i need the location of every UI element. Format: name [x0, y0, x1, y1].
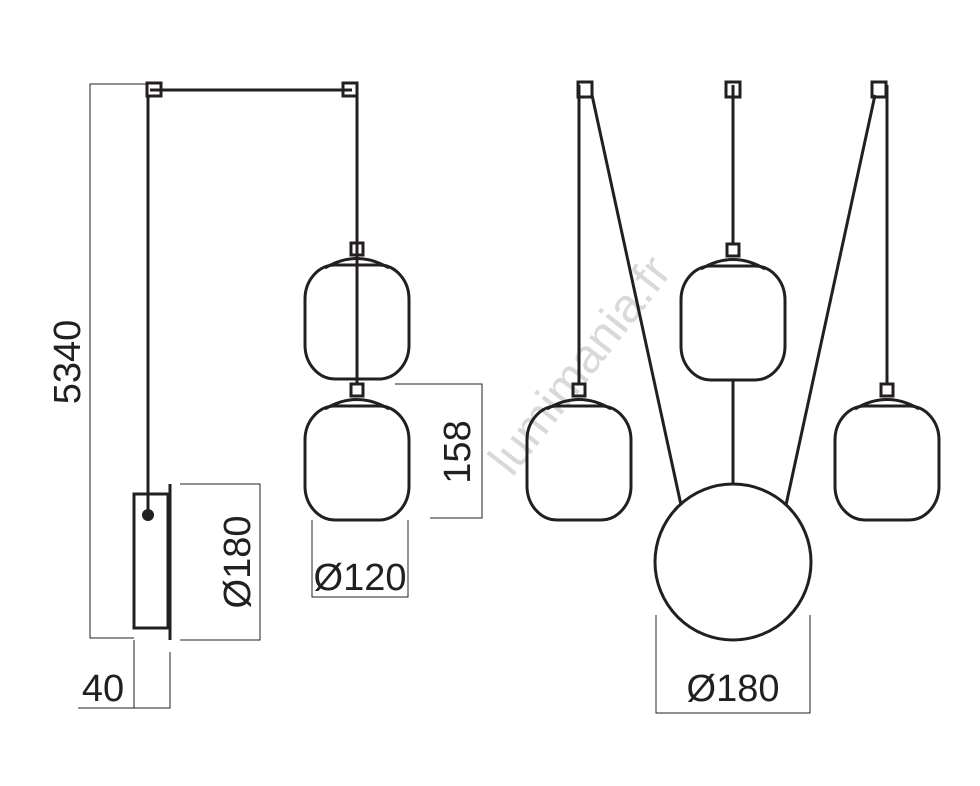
dim-shade-diameter [311, 520, 409, 598]
cord-diagonal-left [590, 94, 683, 506]
dim-plate [180, 483, 261, 641]
label-plate-diameter: Ø180 [217, 516, 259, 609]
canopy [653, 482, 813, 642]
glass-shade-upper [303, 241, 411, 381]
label-depth: 40 [82, 668, 124, 710]
label-canopy-diameter: Ø180 [687, 668, 780, 710]
glass-shade-front-right [833, 382, 941, 522]
front-view [576, 80, 889, 642]
dim-canopy [655, 615, 811, 714]
hook-left [576, 80, 594, 99]
label-total-length: 5340 [47, 320, 89, 405]
label-shade-height: 158 [437, 420, 479, 483]
label-shade-diameter: Ø120 [314, 557, 407, 599]
cable-entry [142, 509, 154, 521]
hook-center [724, 80, 742, 99]
glass-shade-front-left [525, 382, 633, 522]
dim-shade-height [395, 383, 483, 519]
glass-shade-lower [303, 382, 411, 522]
hook-right [870, 80, 888, 99]
dimension-lines [78, 83, 811, 714]
rail-bracket-left [145, 81, 163, 98]
side-view [132, 81, 359, 640]
glass-shade-front-center [679, 242, 787, 382]
cord-diagonal-right [784, 94, 877, 506]
dim-length [89, 83, 150, 639]
dim-depth [78, 640, 171, 709]
rail-bracket-right [341, 81, 359, 98]
wall-box [132, 492, 170, 630]
